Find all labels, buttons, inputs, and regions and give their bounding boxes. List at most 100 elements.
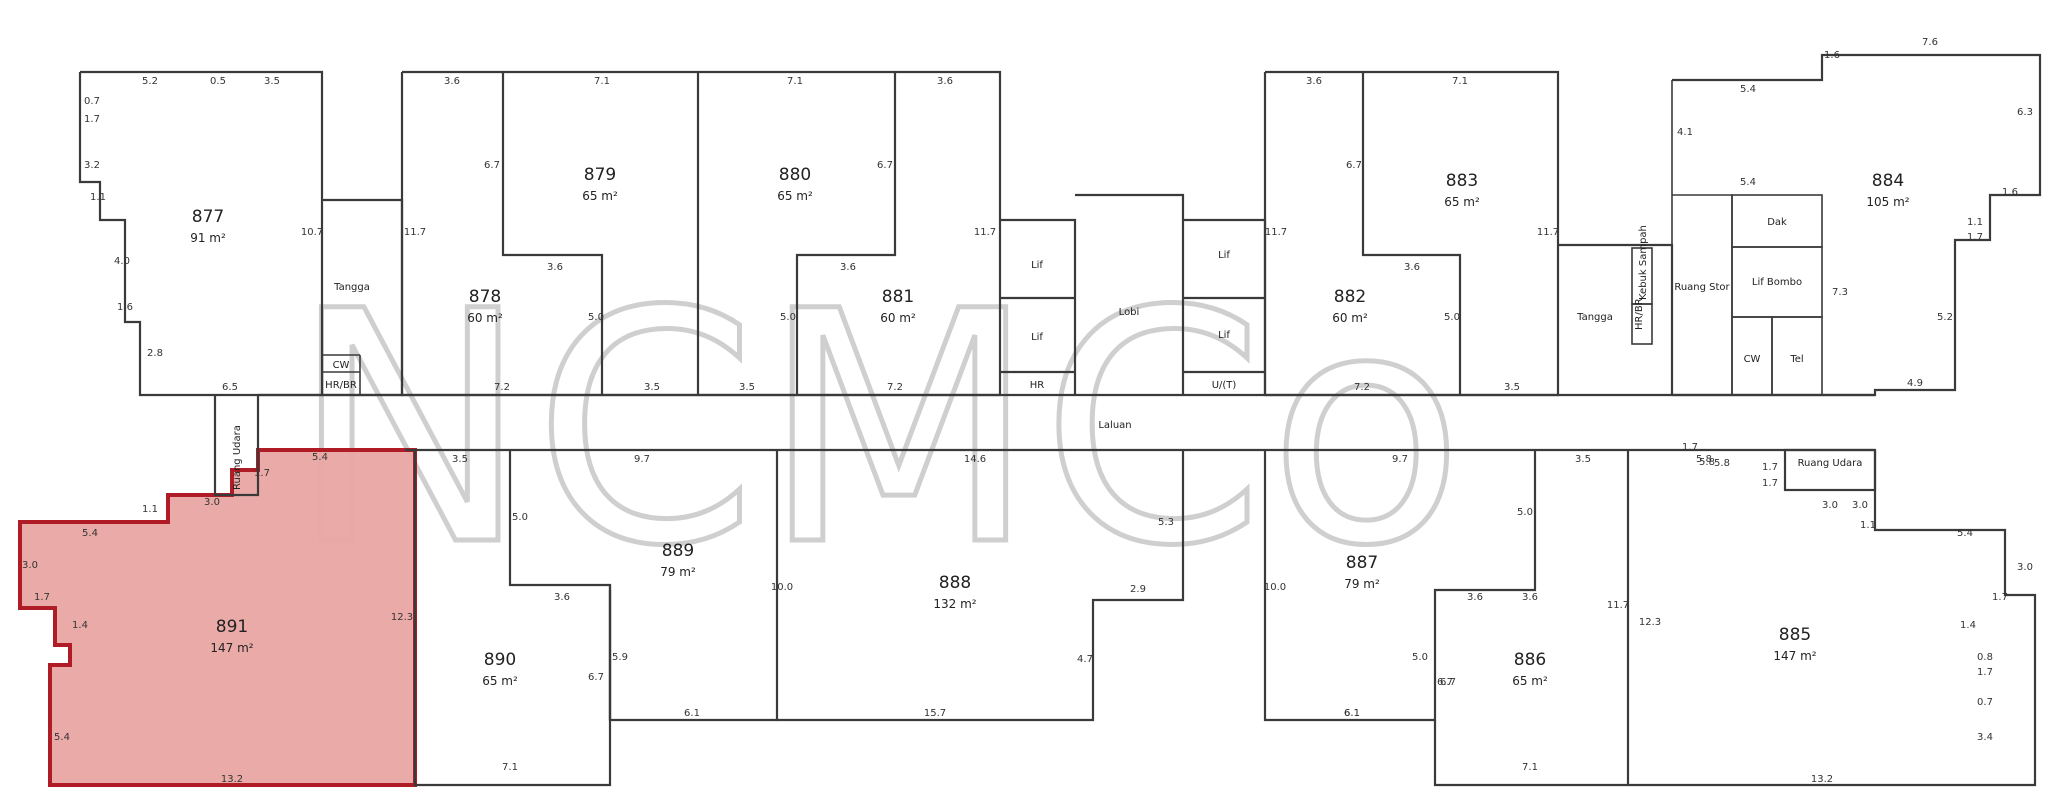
dim-label: 1.7 bbox=[34, 592, 50, 603]
dim-label: 7.3 bbox=[1832, 287, 1848, 298]
dim-label: 7.6 bbox=[1922, 37, 1938, 48]
dim-label: 1.6 bbox=[2002, 187, 2018, 198]
unit-879-area: 65 m² bbox=[582, 189, 618, 203]
dim-label: 5.8 bbox=[1696, 454, 1712, 465]
dim-label: 5.4 bbox=[1740, 177, 1756, 188]
hr-right-label: HR/BR bbox=[1634, 298, 1645, 330]
dak-label: Dak bbox=[1767, 217, 1787, 228]
stair-right-label: Tangga bbox=[1576, 312, 1613, 323]
unit-880-number: 880 bbox=[779, 165, 811, 185]
dim-label: 3.6 bbox=[1404, 262, 1420, 273]
unit-887-area: 79 m² bbox=[1344, 577, 1380, 591]
dim-label: 4.0 bbox=[114, 256, 130, 267]
unit-881-area: 60 m² bbox=[880, 311, 916, 325]
dim-label: 5.2 bbox=[142, 76, 158, 87]
dim-label: 1.1 bbox=[1860, 520, 1876, 531]
unit-882-area: 60 m² bbox=[1332, 311, 1368, 325]
hr-left-label: HR/BR bbox=[325, 380, 357, 391]
dim-label: 7.2 bbox=[494, 382, 510, 393]
unit-878-area: 60 m² bbox=[467, 311, 503, 325]
dim-label: 9.7 bbox=[634, 454, 650, 465]
lift-1-label: Lif bbox=[1031, 260, 1043, 271]
dim-label: 14.6 bbox=[964, 454, 986, 465]
dim-label: 10.0 bbox=[771, 582, 793, 593]
unit-labels: 877 91 m² 878 60 m² 879 65 m² 880 65 m² … bbox=[190, 165, 1910, 688]
unit-887-number: 887 bbox=[1346, 553, 1378, 573]
dim-label: 5.0 bbox=[1412, 652, 1428, 663]
dim-label: 3.5 bbox=[264, 76, 280, 87]
unit-881-number: 881 bbox=[882, 287, 914, 307]
unit-891-area: 147 m² bbox=[210, 641, 253, 655]
dim-label: 1.7 bbox=[1967, 232, 1983, 243]
lift-3-label: Lif bbox=[1218, 250, 1230, 261]
dim-label: 11.7 bbox=[974, 227, 996, 238]
dim-label: 2.8 bbox=[147, 348, 163, 359]
cw-left-label: CW bbox=[333, 360, 350, 371]
rubbish-room-label: Kebuk Sampah bbox=[1638, 225, 1649, 300]
dim-label: 3.6 bbox=[1522, 592, 1538, 603]
dim-label: 0.7 bbox=[84, 96, 100, 107]
dim-label: 13.2 bbox=[221, 774, 243, 785]
dim-label: 7.1 bbox=[1522, 762, 1538, 773]
dim-label: 6.7 bbox=[588, 672, 604, 683]
dim-label: 1.6 bbox=[1824, 50, 1840, 61]
unit-889-area: 79 m² bbox=[660, 565, 696, 579]
dim-label: 10.0 bbox=[1264, 582, 1286, 593]
dim-label: 1.7 bbox=[84, 114, 100, 125]
dim-label: 6.7 bbox=[1440, 677, 1456, 688]
dim-label: 5.3 bbox=[1158, 517, 1174, 528]
dim-label: 1.1 bbox=[142, 504, 158, 515]
dim-label: 7.1 bbox=[502, 762, 518, 773]
tel-label: Tel bbox=[1789, 354, 1803, 365]
dim-label: 5.2 bbox=[1937, 312, 1953, 323]
dim-label: 5.4 bbox=[1957, 528, 1973, 539]
dim-label: 6.3 bbox=[2017, 107, 2033, 118]
dim-label: 3.0 bbox=[2017, 562, 2033, 573]
cw-right-label: CW bbox=[1744, 354, 1761, 365]
dim-label: 10.7 bbox=[301, 227, 323, 238]
dim-label: 12.3 bbox=[1639, 617, 1661, 628]
duct-right-label: Ruang Udara bbox=[1798, 458, 1863, 469]
dim-label: 11.7 bbox=[1265, 227, 1287, 238]
stair-left-label: Tangga bbox=[333, 282, 370, 293]
dim-label: 5.0 bbox=[512, 512, 528, 523]
dim-label: 5.4 bbox=[1740, 84, 1756, 95]
dim-label: 1.1 bbox=[90, 192, 106, 203]
unit-886-area: 65 m² bbox=[1512, 674, 1548, 688]
unit-888-area: 132 m² bbox=[933, 597, 976, 611]
dim-label: 3.6 bbox=[554, 592, 570, 603]
unit-882-number: 882 bbox=[1334, 287, 1366, 307]
dim-label: 1.7 bbox=[1977, 667, 1993, 678]
dim-label: 3.5 bbox=[644, 382, 660, 393]
lobby-label: Lobi bbox=[1119, 307, 1140, 318]
corridor bbox=[258, 393, 1875, 452]
unit-878-number: 878 bbox=[469, 287, 501, 307]
dim-label: 3.0 bbox=[22, 560, 38, 571]
dim-label: 3.4 bbox=[1977, 732, 1993, 743]
dim-label: 6.1 bbox=[684, 708, 700, 719]
dim-label: 6.1 bbox=[1344, 708, 1360, 719]
dim-label: 1.1 bbox=[1967, 217, 1983, 228]
hr-mid-label: HR bbox=[1030, 380, 1045, 391]
dim-label: 5.9 bbox=[612, 652, 628, 663]
dim-label: 3.5 bbox=[452, 454, 468, 465]
dim-label: 7.1 bbox=[787, 76, 803, 87]
dim-label: 3.0 bbox=[1822, 500, 1838, 511]
dim-label: 3.6 bbox=[840, 262, 856, 273]
dim-label: 1.4 bbox=[72, 620, 88, 631]
dim-label: 12.3 bbox=[391, 612, 413, 623]
dim-label: 3.0 bbox=[1852, 500, 1868, 511]
dim-label: 4.7 bbox=[1077, 654, 1093, 665]
unit-877-number: 877 bbox=[192, 207, 224, 227]
unit-880-area: 65 m² bbox=[777, 189, 813, 203]
dim-label: 1.7 bbox=[254, 468, 270, 479]
dim-label: 0.5 bbox=[210, 76, 226, 87]
unit-890-area: 65 m² bbox=[482, 674, 518, 688]
watermark: NCMCo bbox=[290, 244, 1468, 616]
dim-label: 7.1 bbox=[594, 76, 610, 87]
dim-label: 5.0 bbox=[588, 312, 604, 323]
dim-label: 1.4 bbox=[1960, 620, 1976, 631]
store-label: Ruang Stor bbox=[1674, 282, 1730, 293]
dim-label: 3.0 bbox=[204, 497, 220, 508]
duct-left-label: Ruang Udara bbox=[232, 425, 243, 490]
